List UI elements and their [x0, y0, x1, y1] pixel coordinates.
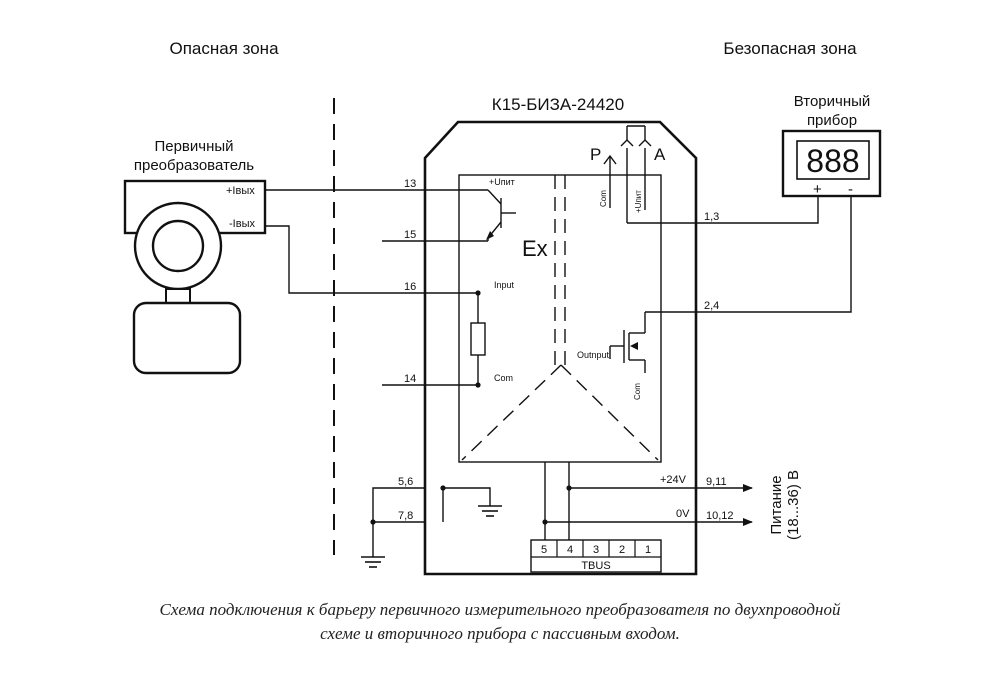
- junction-0v: [542, 519, 548, 525]
- internal-com-in: Com: [494, 373, 513, 383]
- input-resistor: [459, 292, 486, 386]
- power-label-line1: Питание: [768, 475, 785, 534]
- barrier-inner-frame: [458, 174, 662, 463]
- internal-com-out: Com: [633, 383, 642, 400]
- ground-wiring: [372, 487, 491, 557]
- input-transistor-arrow: [486, 231, 494, 240]
- pin-24: 2,4: [704, 300, 719, 312]
- tbus-slot-dividers: [556, 540, 636, 557]
- caption-line1: Схема подключения к барьеру первичного и…: [159, 600, 841, 619]
- pin-15: 15: [404, 229, 416, 241]
- internal-input: Input: [494, 280, 515, 290]
- tbus-slot: 4: [567, 544, 573, 556]
- mode-selector: [603, 125, 696, 224]
- barrier-title: К15-БИЗА-24420: [492, 95, 624, 114]
- ground-symbol-1: [478, 505, 502, 517]
- isolation-diagonal-left: [461, 364, 562, 461]
- wire-to-secondary-plus: [696, 196, 819, 224]
- primary-label-line1: Первичный: [154, 138, 233, 155]
- tbus-label: TBUS: [581, 560, 610, 572]
- primary-label-line2: преобразователь: [134, 157, 254, 174]
- wire-minus-out: [265, 225, 459, 294]
- ground-symbol-2: [361, 556, 385, 568]
- primary-sensor-inner: [151, 219, 205, 273]
- secondary-minus: -: [848, 181, 853, 198]
- internal-com-top: Com: [599, 190, 608, 207]
- tbus-slot: 2: [619, 544, 625, 556]
- ex-mark: Ex: [522, 236, 548, 261]
- pin-14: 14: [404, 373, 416, 385]
- secondary-label-line1: Вторичный: [794, 93, 871, 110]
- secondary-display: [796, 140, 870, 180]
- primary-sensor-neck: [165, 288, 191, 304]
- pin-13-right: 1,3: [704, 211, 719, 223]
- secondary-label-line2: прибор: [807, 112, 857, 129]
- isolation-diagonal-right: [560, 364, 659, 461]
- pin-56: 5,6: [398, 476, 413, 488]
- barrier-outline: [423, 120, 698, 576]
- primary-minus-out: -Iвых: [229, 218, 255, 230]
- power-wiring: [544, 462, 570, 540]
- power-0v-label: 0V: [676, 508, 690, 520]
- figure-caption: Схема подключения к барьеру первичного и…: [0, 598, 1000, 646]
- internal-outnput: Outnput: [577, 350, 610, 360]
- tbus-slot: 1: [645, 544, 651, 556]
- input-transistor: [458, 189, 516, 242]
- internal-upit: +Uпит: [489, 177, 515, 187]
- pin-16: 16: [404, 281, 416, 293]
- pin-911: 9,11: [706, 476, 727, 488]
- wire-to-secondary-minus: [696, 196, 852, 313]
- junction-input: [475, 290, 481, 296]
- junction-ground-b: [370, 519, 376, 525]
- output-transistor-arrow: [630, 342, 638, 350]
- junction-com: [475, 382, 481, 388]
- primary-sensor-base: [132, 301, 242, 375]
- safe-zone-label: Безопасная зона: [723, 39, 857, 58]
- internal-upit-top: +Uпит: [634, 190, 643, 213]
- tbus-slot: 5: [541, 544, 547, 556]
- label-a: A: [654, 145, 666, 164]
- label-p: P: [590, 145, 601, 164]
- junction-24v: [566, 485, 572, 491]
- power-label-line2: (18...36) В: [785, 470, 802, 540]
- primary-plus-out: +Iвых: [226, 185, 255, 197]
- power-24v-label: +24V: [660, 474, 687, 486]
- pin-13: 13: [404, 178, 416, 190]
- caption-line2: схеме и вторичного прибора с пассивным в…: [320, 624, 680, 643]
- secondary-plus: +: [813, 181, 822, 198]
- output-transistor: [609, 311, 696, 373]
- pin-1012: 10,12: [706, 510, 734, 522]
- wiring-diagram: Опасная зона Безопасная зона К15-БИЗА-24…: [123, 39, 882, 576]
- junction-ground-a: [440, 485, 446, 491]
- tbus-connector: [530, 539, 662, 573]
- pin-78: 7,8: [398, 510, 413, 522]
- tbus-slot: 3: [593, 544, 599, 556]
- hazardous-zone-label: Опасная зона: [169, 39, 279, 58]
- secondary-display-digits: 888: [806, 143, 859, 179]
